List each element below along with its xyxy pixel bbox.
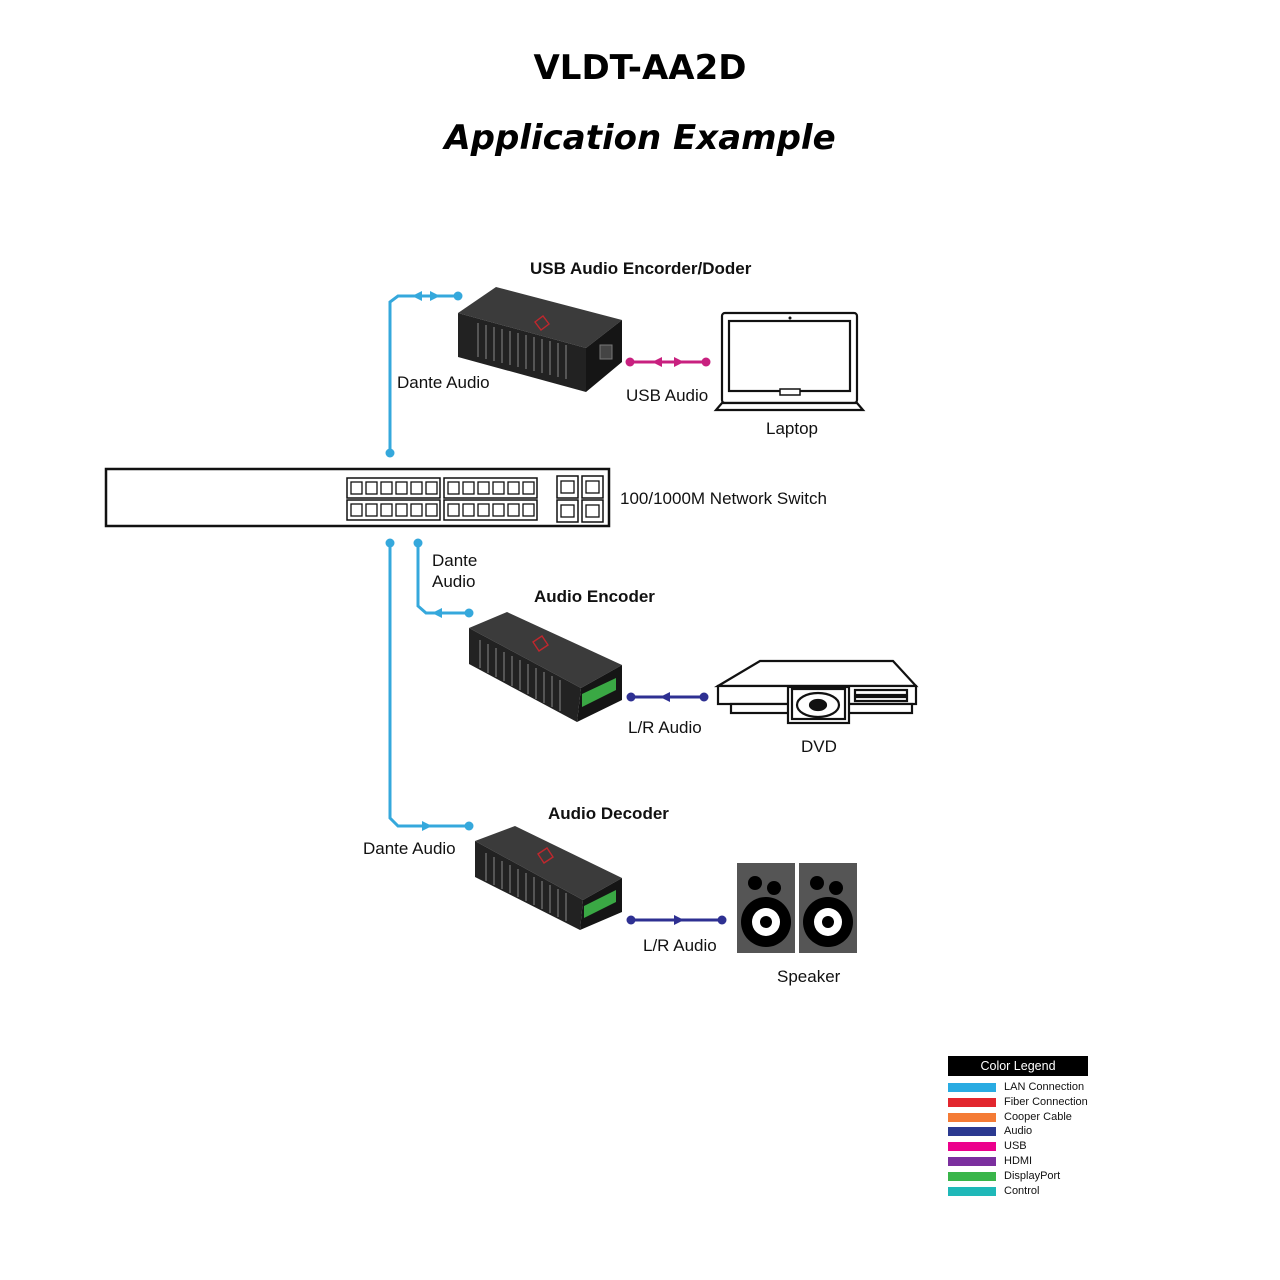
legend-swatch — [948, 1156, 996, 1166]
audio-encoder-device — [469, 612, 622, 722]
network-switch — [104, 467, 611, 528]
legend-label: Audio — [1004, 1125, 1033, 1138]
usb-audio-label: USB Audio — [626, 386, 709, 405]
legend-label: Cooper Cable — [1004, 1110, 1072, 1123]
page-title: VLDT-AA2D — [533, 48, 747, 88]
arrow-right-icon — [430, 291, 440, 301]
legend-item: Audio — [948, 1124, 1088, 1139]
brand-logo-icon — [537, 847, 554, 864]
arrow-right-icon — [674, 915, 684, 925]
legend-item: USB — [948, 1139, 1088, 1154]
audio-decoder-label: Audio Decoder — [548, 804, 669, 823]
dvd-player-icon — [714, 659, 919, 725]
legend-label: Control — [1004, 1184, 1040, 1197]
terminal-block — [584, 890, 616, 918]
legend-item: Cooper Cable — [948, 1110, 1088, 1125]
dvd-label: DVD — [801, 737, 837, 756]
lr-audio-label-encoder: L/R Audio — [628, 718, 702, 737]
legend-label: DisplayPort — [1004, 1169, 1061, 1182]
speaker-icon — [737, 863, 857, 953]
arrow-left-icon — [432, 608, 442, 618]
usb-audio-codec-device — [458, 287, 622, 392]
usb-connection — [625, 357, 711, 367]
legend-swatch — [948, 1097, 996, 1107]
audio-connection-speaker — [626, 915, 727, 925]
lan-line-usb-codec — [388, 294, 458, 453]
legend-label: USB — [1004, 1140, 1027, 1153]
dante-audio-label-top: Dante Audio — [397, 373, 490, 392]
lan-connection-lines — [388, 294, 469, 828]
legend-item: LAN Connection — [948, 1080, 1088, 1095]
audio-label-mid: Audio — [432, 572, 476, 591]
legend-item: DisplayPort — [948, 1169, 1088, 1184]
dante-audio-label-bottom: Dante Audio — [363, 839, 456, 858]
audio-encoder-label: Audio Encoder — [534, 587, 655, 606]
legend-label: LAN Connection — [1004, 1081, 1085, 1093]
laptop-icon — [713, 311, 866, 412]
legend-swatch — [948, 1112, 996, 1122]
arrow-right-icon — [674, 357, 684, 367]
legend-label: HDMI — [1004, 1154, 1033, 1167]
legend-swatch — [948, 1171, 996, 1181]
lan-endpoints — [385, 291, 474, 831]
usb-codec-label: USB Audio Encorder/Doder — [530, 259, 752, 278]
lan-line-decoder — [388, 543, 469, 828]
page-subtitle: Application Example — [444, 118, 836, 158]
legend-item: Fiber Connection — [948, 1095, 1088, 1110]
network-switch-label: 100/1000M Network Switch — [620, 489, 827, 508]
brand-logo-icon — [534, 315, 550, 331]
dante-label-mid: Dante — [432, 551, 478, 570]
legend-swatch — [948, 1142, 996, 1152]
lr-audio-label-decoder: L/R Audio — [643, 936, 717, 955]
terminal-block — [582, 678, 616, 707]
legend-title: Color Legend — [948, 1056, 1088, 1076]
audio-connection-dvd — [626, 692, 709, 702]
arrow-left-icon — [412, 291, 422, 301]
laptop-label: Laptop — [766, 419, 818, 438]
brand-logo-icon — [532, 635, 549, 652]
speaker-label: Speaker — [777, 967, 841, 986]
arrow-left-icon — [652, 357, 662, 367]
arrow-right-icon — [422, 821, 432, 831]
arrow-left-icon — [660, 692, 670, 702]
legend-swatch — [948, 1083, 996, 1092]
legend-item: HDMI — [948, 1154, 1088, 1169]
legend-swatch — [948, 1127, 996, 1137]
lan-line-encoder — [416, 543, 469, 615]
audio-decoder-device — [475, 826, 622, 930]
legend-swatch — [948, 1186, 996, 1196]
legend-item: Control — [948, 1184, 1088, 1199]
legend-label: Fiber Connection — [1004, 1095, 1088, 1108]
